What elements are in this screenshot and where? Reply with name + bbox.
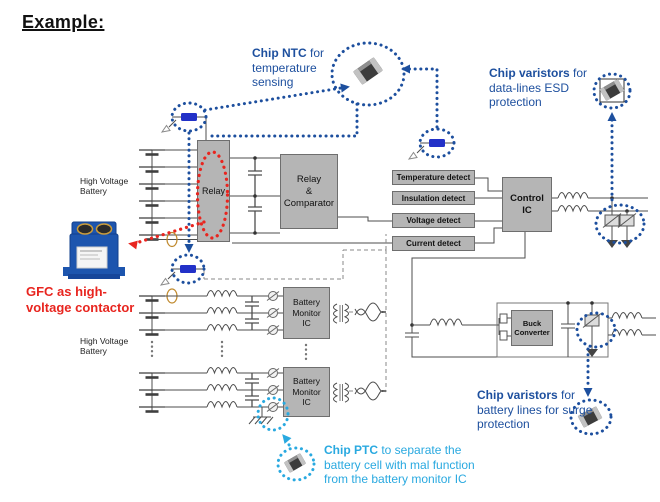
control-ic-line1: Control bbox=[510, 192, 544, 204]
ptc-symbol bbox=[266, 402, 280, 412]
annotation-chip-varistors-battery: Chip varistors for battery lines for sur… bbox=[477, 388, 595, 432]
temperature-detect-label: Temperature detect bbox=[396, 173, 471, 182]
relay-comparator-line1: Relay bbox=[296, 173, 322, 185]
hv-battery-label-top: High Voltage Battery bbox=[80, 176, 129, 196]
annotation-chip-ntc-rest: for temperature sensing bbox=[252, 46, 324, 89]
annotation-chip-varistors-data-rest: for data-lines ESD protection bbox=[489, 66, 588, 109]
control-ic-output-filter bbox=[552, 192, 648, 248]
ntc-symbol-2 bbox=[408, 139, 454, 160]
ptc-symbol bbox=[266, 368, 280, 378]
relay-block: Relay bbox=[197, 140, 230, 242]
voltage-detect-label: Voltage detect bbox=[406, 216, 461, 225]
bm2-line3: IC bbox=[302, 397, 311, 408]
ntc-symbol-1 bbox=[161, 113, 207, 140]
battery-stack-bottom bbox=[137, 288, 308, 413]
insulation-detect-block: Insulation detect bbox=[392, 191, 475, 205]
insulation-detect-label: Insulation detect bbox=[401, 193, 466, 203]
bm1-line2: Monitor bbox=[292, 307, 321, 318]
ptc-symbol bbox=[266, 308, 280, 318]
annotation-chip-ntc: Chip NTC for temperature sensing bbox=[252, 46, 360, 90]
bm1-line3: IC bbox=[302, 318, 311, 329]
annotation-chip-varistors-data-lead: Chip varistors bbox=[489, 66, 570, 80]
current-sensor-icon-2 bbox=[166, 288, 178, 304]
ntc-symbol-3 bbox=[160, 265, 204, 286]
current-detect-block: Current detect bbox=[392, 236, 475, 251]
hv-battery-label-bottom: High Voltage Battery bbox=[80, 336, 129, 356]
bm2-line1: Battery bbox=[293, 376, 320, 387]
detect-to-control-wires bbox=[475, 177, 502, 244]
annotation-gfc: GFC as high-voltage contactor bbox=[26, 284, 135, 315]
ptc-symbol bbox=[266, 291, 280, 301]
relay-comparator-line2: & bbox=[305, 185, 313, 197]
annotation-chip-ptc-lead: Chip PTC bbox=[324, 443, 378, 457]
current-detect-label: Current detect bbox=[406, 239, 461, 248]
annotation-chip-varistors-battery-lead: Chip varistors bbox=[477, 388, 558, 402]
annotation-chip-varistors-battery-rest: for battery lines for surge protection bbox=[477, 388, 593, 431]
temperature-detect-block: Temperature detect bbox=[392, 170, 475, 185]
chip-ptc-icon bbox=[283, 453, 307, 473]
relay-comparator-block: Relay & Comparator bbox=[280, 154, 338, 229]
varistor-symbol-2 bbox=[617, 213, 637, 228]
control-ic-block: Control IC bbox=[502, 177, 552, 232]
annotation-chip-varistors-data: Chip varistors for data-lines ESD protec… bbox=[489, 66, 613, 110]
varistor-symbol-buck bbox=[582, 313, 602, 328]
battery-monitor-ic-1-block: Battery Monitor IC bbox=[283, 287, 330, 339]
annotation-chip-ptc: Chip PTC to separate the battery cell wi… bbox=[324, 443, 494, 487]
buck-line2: Converter bbox=[514, 328, 550, 337]
page-title: Example: bbox=[22, 12, 105, 32]
bm1-line1: Battery bbox=[293, 297, 320, 308]
relay-label: Relay bbox=[201, 186, 225, 196]
annotation-chip-ntc-lead: Chip NTC bbox=[252, 46, 307, 60]
battery-stack-top bbox=[137, 148, 197, 248]
gfc-contactor-image bbox=[63, 221, 125, 279]
ptc-symbol bbox=[266, 385, 280, 395]
buck-converter-block: Buck Converter bbox=[511, 310, 553, 346]
bm2-line2: Monitor bbox=[292, 386, 321, 397]
voltage-detect-block: Voltage detect bbox=[392, 213, 475, 228]
varistor-symbol-1 bbox=[602, 213, 622, 228]
buck-line1: Buck bbox=[522, 319, 542, 328]
relay-comparator-line3: Comparator bbox=[283, 197, 335, 209]
ptc-symbol bbox=[266, 325, 280, 335]
current-sensor-icon bbox=[166, 231, 178, 248]
control-ic-line2: IC bbox=[522, 204, 532, 216]
annotation-chip-ptc-rest: to separate the battery cell with mal fu… bbox=[324, 443, 475, 486]
cell-filter-rows bbox=[152, 290, 283, 425]
battery-monitor-ic-2-block: Battery Monitor IC bbox=[283, 367, 330, 417]
